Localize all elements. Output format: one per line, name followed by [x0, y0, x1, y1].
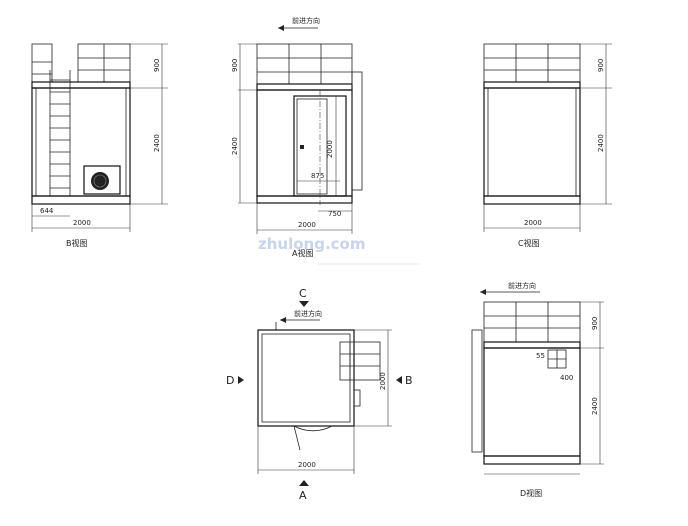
plan-marker-a: A: [299, 489, 307, 502]
c-view-body: [483, 87, 581, 197]
b-view-dim-ladder: 644: [40, 207, 54, 215]
a-view: 前进方向 2000 875 750 900 2400 2000: [231, 16, 363, 258]
b-view-base: [31, 195, 131, 205]
a-view-base: [256, 195, 353, 204]
plan-arrow-b: [396, 376, 402, 384]
d-view-base: [483, 455, 581, 465]
plan-external-unit: [339, 341, 381, 381]
c-view-railing: [483, 43, 581, 83]
plan-marker-c: C: [299, 287, 307, 300]
plan-dim-width: 2000: [298, 461, 316, 469]
a-view-side-panel: [351, 71, 363, 191]
d-view: 前进方向 55 400 900 2400 D视图: [471, 281, 604, 498]
b-view-dim-width: 2000: [73, 219, 91, 227]
plan-marker-b: B: [405, 374, 413, 387]
c-view-dim-rail: 900: [597, 59, 605, 72]
c-view-roof: [483, 81, 581, 89]
b-view-ac-fan: [91, 172, 109, 190]
d-view-dim-rail: 900: [591, 317, 599, 330]
b-view: 2000 644 900 2400 B视图: [31, 43, 168, 248]
b-view-ac-unit: [83, 165, 121, 195]
watermark-logo: zhulong.com: [258, 235, 365, 253]
d-view-roof: [483, 341, 581, 349]
a-view-roof: [256, 83, 353, 91]
d-view-dim-small-1: 55: [536, 352, 545, 360]
d-view-railing: [483, 301, 581, 343]
c-view-dim-body: 2400: [597, 134, 605, 152]
d-view-body: [483, 347, 581, 457]
b-view-caption: B视图: [66, 238, 88, 248]
b-view-roof: [31, 81, 131, 89]
plan-marker-d: D: [226, 374, 234, 387]
a-view-flow-arrow: [278, 25, 284, 31]
plan-view: C 前进方向 D B 2000 2000 A: [226, 287, 413, 502]
c-view-dim-width: 2000: [524, 219, 542, 227]
b-view-dim-rail: 900: [153, 59, 161, 72]
plan-arrow-c: [299, 301, 309, 307]
d-view-flow-label: 前进方向: [508, 281, 536, 290]
b-view-dim-body: 2400: [153, 134, 161, 152]
d-view-dim-body: 2400: [591, 397, 599, 415]
plan-body: [257, 329, 355, 427]
plan-arrow-d: [238, 376, 244, 384]
plan-flow-label: 前进方向: [294, 309, 322, 318]
a-view-door-handle: [300, 145, 304, 149]
b-view-body: [31, 87, 131, 197]
a-view-dim-door-width: 875: [311, 172, 324, 180]
a-view-dim-body: 2400: [231, 137, 239, 155]
a-view-flow-label: 前进方向: [292, 16, 320, 25]
a-view-dim-door-height: 2000: [326, 140, 334, 158]
plan-door-swing: [293, 425, 333, 432]
c-view: 900 2400 2000 C视图: [483, 43, 612, 248]
d-view-flow-arrow: [480, 289, 486, 295]
d-view-caption: D视图: [520, 488, 542, 498]
d-view-side-panel: [471, 329, 483, 453]
a-view-dim-door-offset: 750: [328, 210, 341, 218]
b-view-railing-left: [31, 43, 53, 83]
a-view-body: [256, 89, 353, 197]
plan-arrow-a: [299, 480, 309, 486]
c-view-caption: C视图: [518, 238, 540, 248]
plan-dim-depth: 2000: [379, 372, 387, 390]
a-view-dim-width: 2000: [298, 221, 316, 229]
c-view-base: [483, 195, 581, 205]
plan-side-fixture: [353, 389, 361, 407]
a-view-dim-rail: 900: [231, 59, 239, 72]
d-view-dim-small-2: 400: [560, 374, 573, 382]
a-view-railing: [256, 43, 353, 85]
a-view-caption: A视图: [292, 248, 313, 258]
b-view-ladder: [49, 70, 71, 196]
